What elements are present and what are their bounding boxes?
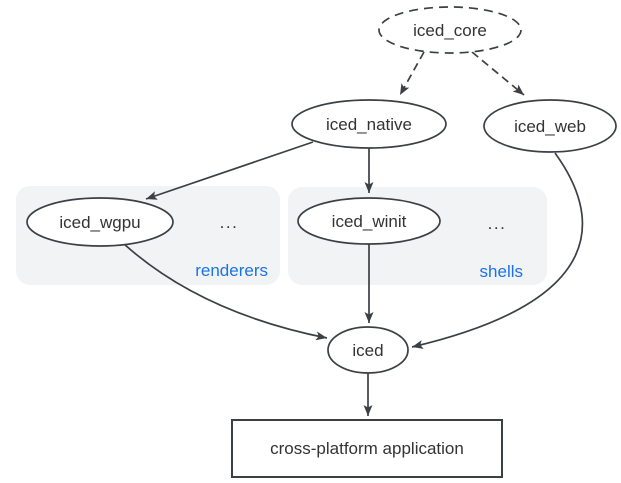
edge-iced-core-to-iced-web <box>471 51 525 96</box>
edge-iced-web-to-iced <box>411 152 584 349</box>
node-cross-platform-application <box>231 419 503 478</box>
node-label-iced-wgpu: iced_wgpu <box>59 213 140 232</box>
renderers-ellipsis: ... <box>220 213 239 232</box>
node-label-iced-web: iced_web <box>514 117 586 136</box>
edge-iced-wgpu-to-iced <box>123 243 328 341</box>
edge-iced-core-to-iced-native <box>399 51 425 96</box>
shells-ellipsis: ... <box>488 214 507 233</box>
node-iced-web <box>483 99 617 153</box>
node-label-cross-platform-application: cross-platform application <box>270 439 464 458</box>
shells-group-label: shells <box>480 262 523 281</box>
renderers-group-label: renderers <box>195 261 268 280</box>
node-label-iced-winit: iced_winit <box>332 212 407 231</box>
edge-iced-native-to-iced-wgpu <box>145 141 314 200</box>
node-iced-native <box>291 99 447 149</box>
node-iced <box>327 326 409 374</box>
node-label-iced-core: iced_core <box>413 21 487 40</box>
node-iced-core <box>378 6 522 54</box>
node-label-iced: iced <box>352 341 383 360</box>
node-iced-winit <box>297 197 441 245</box>
node-iced-wgpu <box>26 197 174 247</box>
node-label-iced-native: iced_native <box>326 115 412 134</box>
